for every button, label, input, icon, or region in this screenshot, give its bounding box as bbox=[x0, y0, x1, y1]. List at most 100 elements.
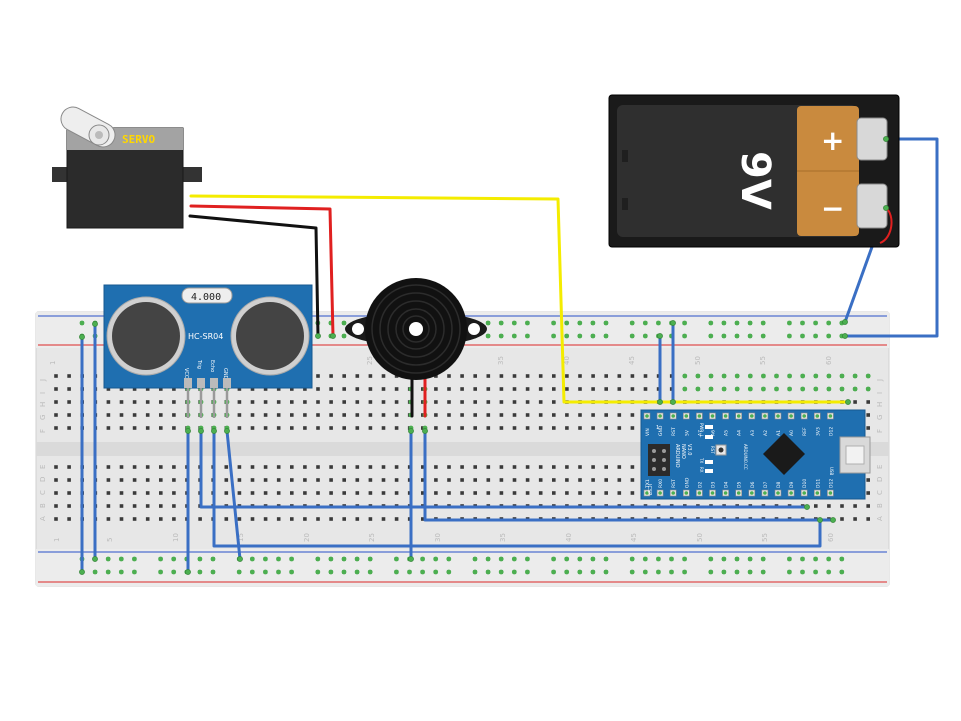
breadboard-hole[interactable] bbox=[342, 374, 346, 378]
breadboard-hole[interactable] bbox=[538, 426, 543, 430]
breadboard-hole[interactable] bbox=[368, 426, 373, 430]
breadboard-hole[interactable] bbox=[578, 465, 582, 469]
breadboard-hole[interactable] bbox=[565, 374, 569, 378]
breadboard-hole[interactable] bbox=[172, 517, 176, 521]
breadboard-hole[interactable] bbox=[460, 465, 464, 469]
wire-endpoint[interactable] bbox=[804, 504, 810, 510]
breadboard-hole[interactable] bbox=[263, 491, 268, 495]
breadboard-hole[interactable] bbox=[67, 413, 71, 417]
breadboard-hole[interactable] bbox=[54, 426, 58, 430]
breadboard-hole[interactable] bbox=[394, 413, 399, 417]
breadboard-hole[interactable] bbox=[276, 387, 281, 391]
breadboard-hole[interactable] bbox=[250, 413, 255, 417]
breadboard-hole[interactable] bbox=[106, 400, 111, 404]
breadboard-hole[interactable] bbox=[538, 465, 543, 469]
breadboard-hole[interactable] bbox=[145, 426, 150, 430]
breadboard-hole[interactable] bbox=[159, 504, 163, 508]
wire-endpoint[interactable] bbox=[422, 428, 428, 434]
breadboard-hole[interactable] bbox=[329, 517, 333, 521]
breadboard-hole[interactable] bbox=[132, 504, 137, 508]
breadboard-hole[interactable] bbox=[381, 413, 386, 417]
breadboard-hole[interactable] bbox=[329, 465, 333, 469]
breadboard-hole[interactable] bbox=[159, 400, 163, 404]
breadboard-hole[interactable] bbox=[499, 400, 504, 404]
breadboard-hole[interactable] bbox=[145, 400, 150, 404]
breadboard-hole[interactable] bbox=[132, 387, 137, 391]
breadboard-hole[interactable] bbox=[617, 465, 622, 469]
breadboard-hole[interactable] bbox=[250, 426, 255, 430]
breadboard-hole[interactable] bbox=[421, 517, 425, 521]
breadboard-hole[interactable] bbox=[119, 491, 124, 495]
breadboard-hole[interactable] bbox=[525, 478, 530, 482]
breadboard-hole[interactable] bbox=[342, 478, 346, 482]
breadboard-hole[interactable] bbox=[866, 491, 870, 495]
breadboard-hole[interactable] bbox=[381, 387, 386, 391]
breadboard-hole[interactable] bbox=[342, 517, 346, 521]
breadboard-hole[interactable] bbox=[329, 413, 333, 417]
breadboard-hole[interactable] bbox=[106, 426, 111, 430]
breadboard-hole[interactable] bbox=[145, 387, 150, 391]
breadboard-hole[interactable] bbox=[473, 374, 477, 378]
breadboard-hole[interactable] bbox=[237, 478, 242, 482]
breadboard-hole[interactable] bbox=[604, 387, 608, 391]
breadboard-hole[interactable] bbox=[159, 517, 163, 521]
breadboard-hole[interactable] bbox=[290, 413, 294, 417]
breadboard-hole[interactable] bbox=[145, 478, 150, 482]
breadboard-hole[interactable] bbox=[224, 517, 229, 521]
wire-endpoint[interactable] bbox=[92, 556, 98, 562]
breadboard-hole[interactable] bbox=[853, 504, 857, 508]
breadboard-hole[interactable] bbox=[316, 387, 320, 391]
breadboard-hole[interactable] bbox=[276, 400, 281, 404]
breadboard-hole[interactable] bbox=[355, 426, 360, 430]
breadboard-hole[interactable] bbox=[604, 426, 608, 430]
breadboard-hole[interactable] bbox=[617, 426, 622, 430]
breadboard-hole[interactable] bbox=[434, 400, 438, 404]
breadboard-hole[interactable] bbox=[303, 465, 307, 469]
breadboard-hole[interactable] bbox=[630, 387, 635, 391]
breadboard-hole[interactable] bbox=[303, 491, 307, 495]
breadboard-hole[interactable] bbox=[499, 491, 504, 495]
breadboard-hole[interactable] bbox=[499, 465, 504, 469]
breadboard-hole[interactable] bbox=[394, 517, 399, 521]
breadboard-hole[interactable] bbox=[552, 387, 556, 391]
breadboard-hole[interactable] bbox=[290, 426, 294, 430]
breadboard-hole[interactable] bbox=[434, 426, 438, 430]
breadboard-hole[interactable] bbox=[460, 426, 464, 430]
breadboard-hole[interactable] bbox=[290, 387, 294, 391]
breadboard-hole[interactable] bbox=[565, 387, 569, 391]
breadboard-hole[interactable] bbox=[394, 491, 399, 495]
breadboard-hole[interactable] bbox=[342, 400, 346, 404]
breadboard-hole[interactable] bbox=[591, 491, 595, 495]
breadboard-hole[interactable] bbox=[447, 374, 451, 378]
breadboard-hole[interactable] bbox=[381, 491, 386, 495]
wire-endpoint[interactable] bbox=[79, 569, 85, 575]
breadboard-hole[interactable] bbox=[434, 465, 438, 469]
breadboard-hole[interactable] bbox=[316, 426, 320, 430]
breadboard-hole[interactable] bbox=[368, 478, 373, 482]
breadboard-hole[interactable] bbox=[237, 491, 242, 495]
breadboard-hole[interactable] bbox=[525, 426, 530, 430]
breadboard-hole[interactable] bbox=[54, 400, 58, 404]
breadboard-hole[interactable] bbox=[525, 465, 530, 469]
breadboard-hole[interactable] bbox=[132, 413, 137, 417]
breadboard-hole[interactable] bbox=[237, 465, 242, 469]
breadboard-hole[interactable] bbox=[119, 426, 124, 430]
breadboard-hole[interactable] bbox=[159, 491, 163, 495]
breadboard-hole[interactable] bbox=[512, 387, 517, 391]
breadboard-hole[interactable] bbox=[237, 517, 242, 521]
wire-endpoint[interactable] bbox=[830, 517, 836, 523]
breadboard-hole[interactable] bbox=[499, 374, 504, 378]
breadboard-hole[interactable] bbox=[355, 478, 360, 482]
breadboard-hole[interactable] bbox=[421, 465, 425, 469]
breadboard-hole[interactable] bbox=[237, 387, 242, 391]
breadboard-hole[interactable] bbox=[381, 478, 386, 482]
breadboard-hole[interactable] bbox=[552, 491, 556, 495]
breadboard-hole[interactable] bbox=[316, 478, 320, 482]
breadboard-hole[interactable] bbox=[840, 504, 844, 508]
breadboard-hole[interactable] bbox=[538, 413, 543, 417]
breadboard-hole[interactable] bbox=[132, 478, 137, 482]
breadboard-hole[interactable] bbox=[342, 387, 346, 391]
breadboard-hole[interactable] bbox=[604, 478, 608, 482]
breadboard-hole[interactable] bbox=[290, 400, 294, 404]
breadboard-hole[interactable] bbox=[447, 478, 451, 482]
